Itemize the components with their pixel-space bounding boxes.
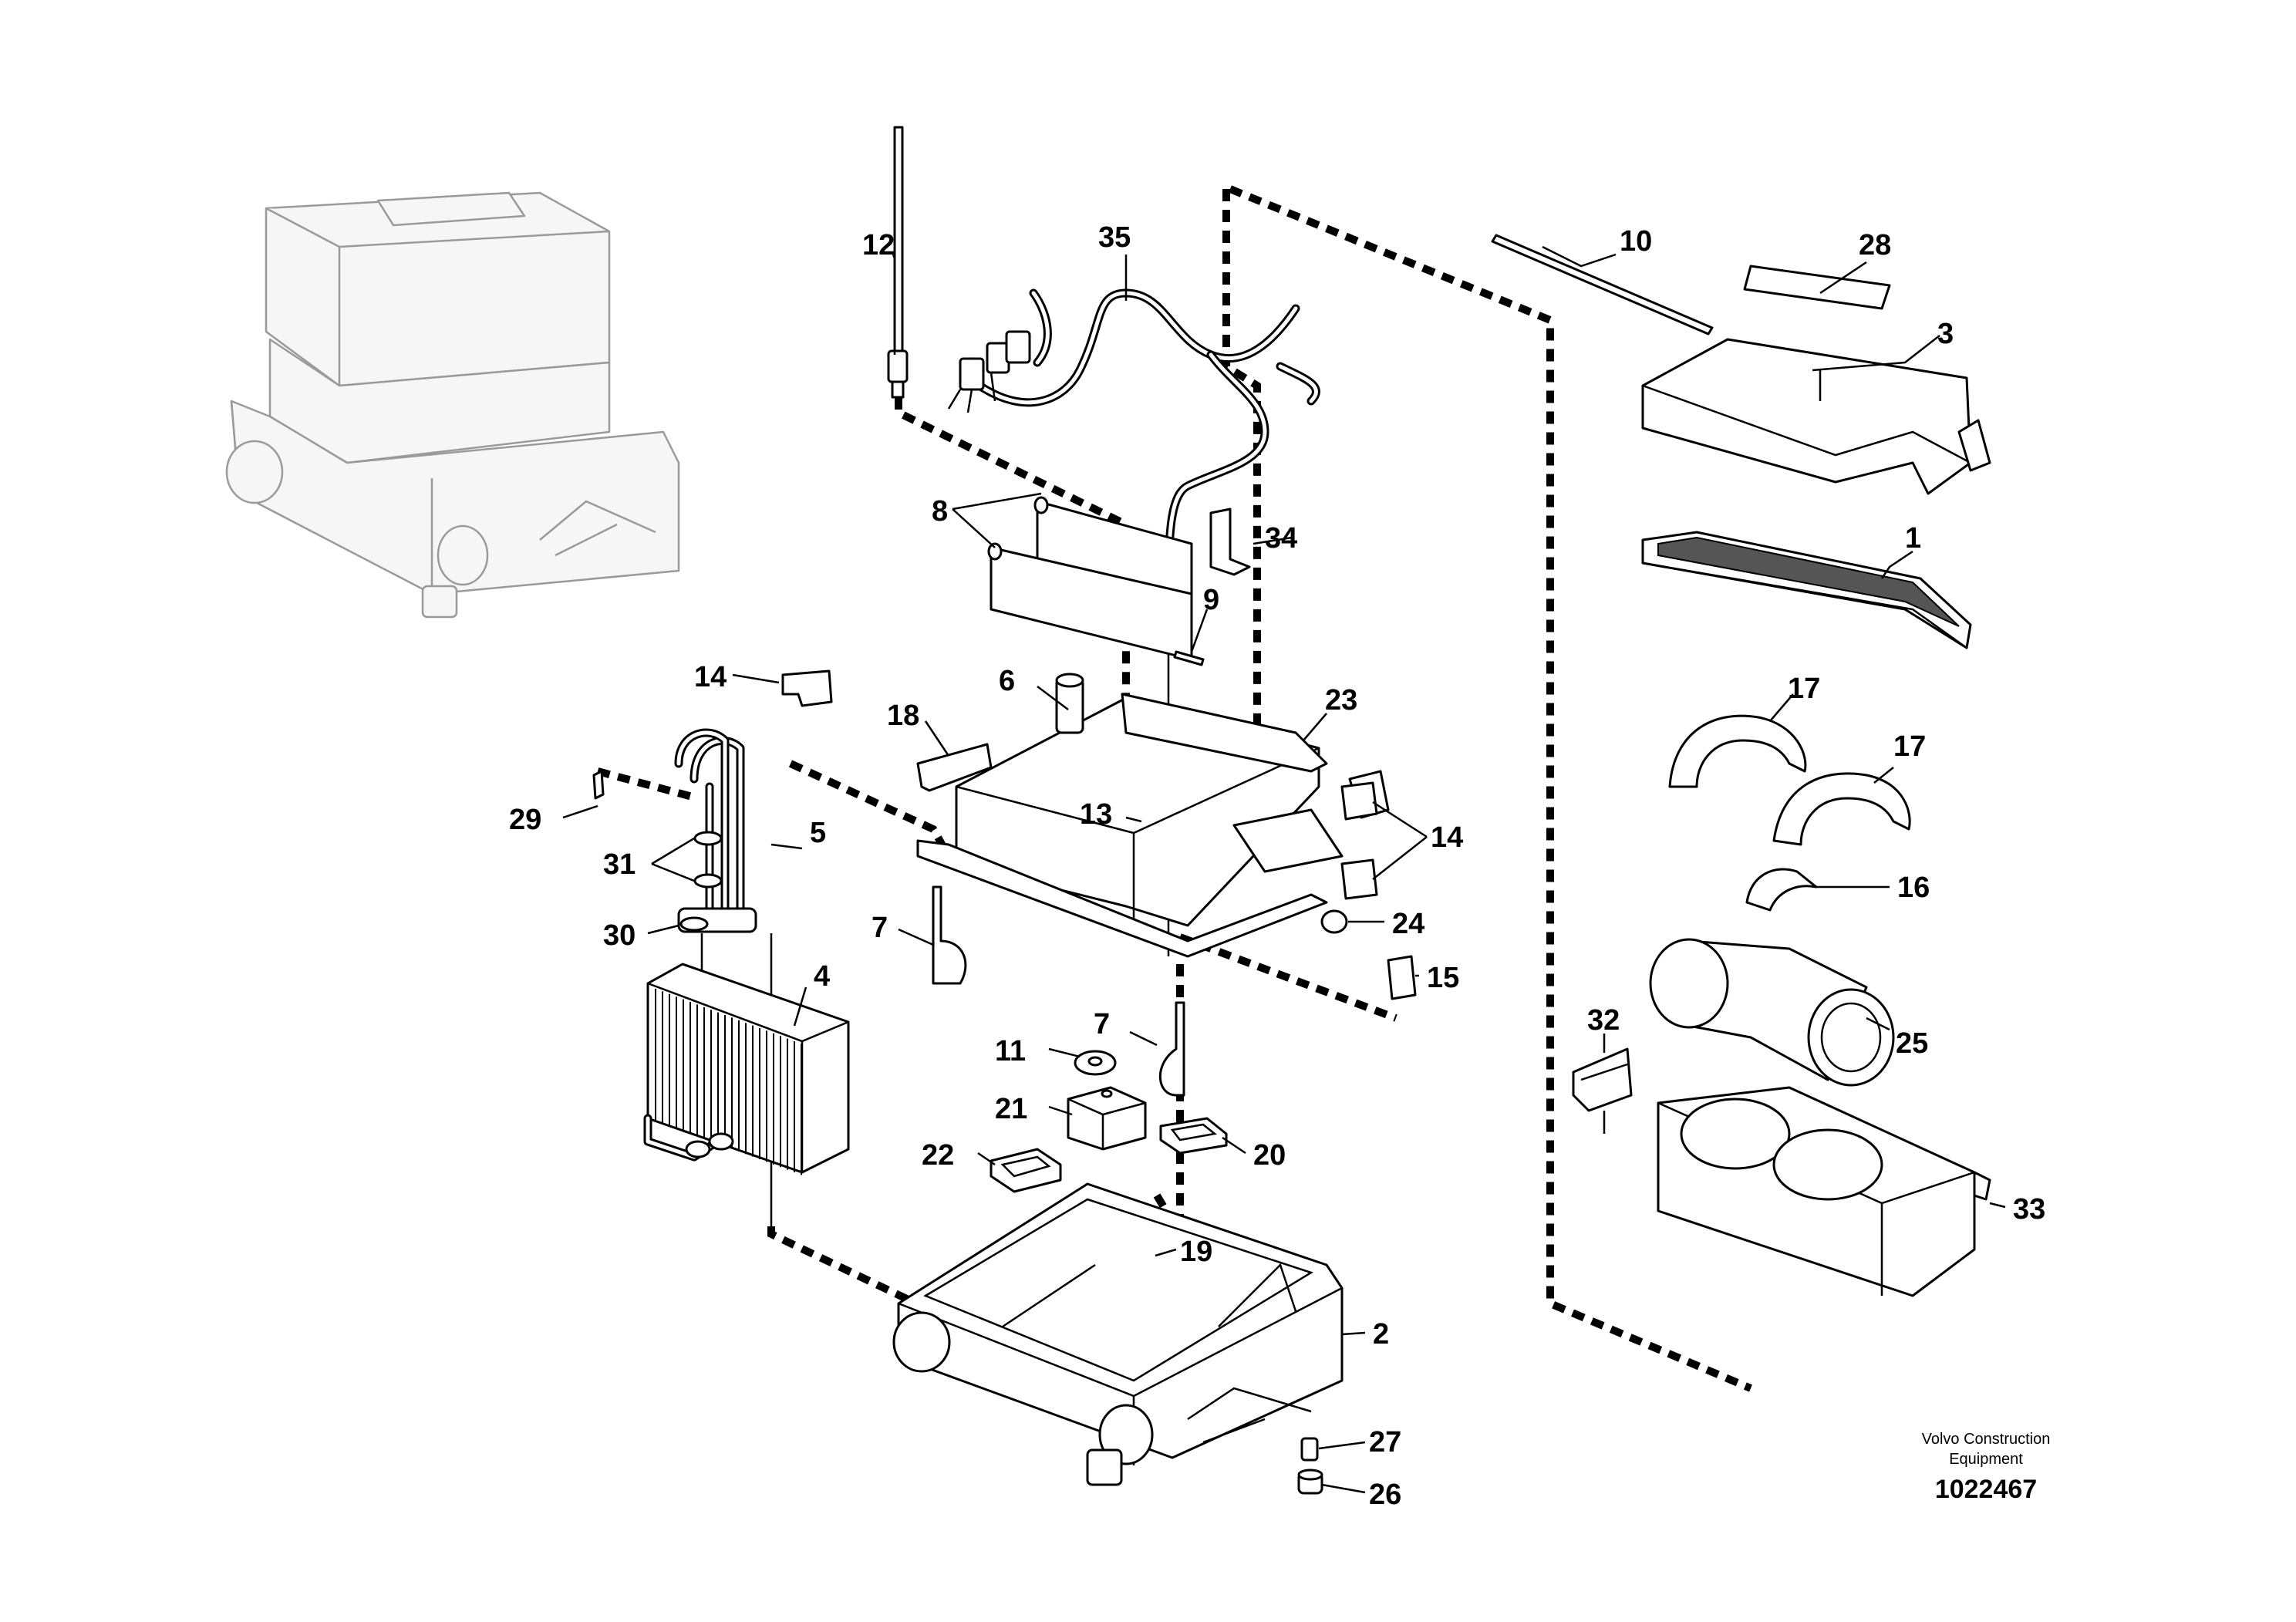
part-28-decal: [1743, 265, 1891, 310]
part-3-cover: [1641, 338, 1991, 495]
callout-13: 13: [1080, 798, 1112, 831]
part-24-grommet: [1320, 909, 1348, 934]
callout-8: 8: [932, 495, 948, 528]
callout-2: 2: [1373, 1318, 1389, 1351]
part-23-main-housing: [916, 693, 1390, 958]
callout-28: 28: [1859, 229, 1891, 261]
part-34-bracket: [1209, 508, 1251, 576]
part-14-clip-right-b: [1340, 858, 1378, 900]
callout-1: 1: [1905, 522, 1921, 555]
callout-numbers: 12 35 10 28 3 1 34 8 9 17 17 16 25 32 33…: [509, 221, 2045, 1511]
callout-30: 30: [603, 919, 636, 952]
callout-6: 6: [999, 665, 1015, 697]
callout-25: 25: [1896, 1027, 1928, 1060]
part-8-plates: [987, 496, 1193, 661]
part-15-clip: [1387, 955, 1417, 1000]
part-25-cylinder-element: [1649, 938, 1895, 1087]
callout-10: 10: [1620, 225, 1652, 258]
callout-23: 23: [1325, 684, 1357, 717]
part-22-seal: [990, 1148, 1062, 1193]
part-10-rod: [1491, 234, 1714, 336]
part-9-pin: [1173, 650, 1205, 666]
callout-18: 18: [887, 700, 919, 732]
callout-14-right: 14: [1431, 821, 1463, 854]
part-17-shroud-upper: [1668, 714, 1807, 788]
footer: Volvo Construction Equipment 1022467: [1922, 1431, 2051, 1504]
callout-7-right: 7: [1094, 1008, 1110, 1040]
part-7-clip-left: [932, 885, 967, 985]
company-name-line-1: Volvo Construction: [1922, 1431, 2051, 1448]
callout-24: 24: [1392, 908, 1424, 940]
part-14-clip-top: [781, 669, 833, 707]
callout-29: 29: [509, 804, 541, 836]
callout-14-top: 14: [694, 661, 727, 693]
part-33-blower-housing: [1657, 1086, 1991, 1297]
callout-15: 15: [1427, 962, 1459, 994]
part-6-valve: [1055, 673, 1084, 734]
part-16-clamp: [1745, 868, 1818, 912]
callout-7-left: 7: [872, 912, 888, 944]
part-18-bracket: [916, 743, 993, 792]
company-name-line-2: Equipment: [1949, 1451, 2023, 1468]
part-21-block: [1067, 1086, 1147, 1151]
part-17-shroud-lower: [1772, 772, 1911, 846]
callout-31: 31: [603, 848, 636, 881]
part-30-o-ring: [679, 916, 709, 980]
callout-22: 22: [922, 1139, 954, 1172]
callout-4: 4: [814, 960, 830, 993]
part-14-clip-right-a: [1340, 781, 1378, 821]
callout-3: 3: [1937, 318, 1954, 350]
callout-17-upper: 17: [1788, 673, 1820, 705]
part-1-air-filter: [1641, 531, 1972, 649]
leader-lines: [562, 245, 2006, 1494]
callout-17-lower: 17: [1893, 730, 1926, 763]
drawing-number: 1022467: [1935, 1475, 2037, 1504]
callout-27: 27: [1369, 1426, 1401, 1458]
callout-34: 34: [1265, 522, 1297, 555]
callout-11: 11: [995, 1035, 1026, 1067]
callout-35: 35: [1098, 221, 1131, 254]
reference-assembly: [225, 191, 680, 619]
part-27-spacer: [1300, 1437, 1319, 1462]
part-12-sensor-probe: [887, 126, 909, 399]
callout-20: 20: [1253, 1139, 1286, 1172]
callout-5: 5: [810, 817, 826, 849]
callout-32: 32: [1587, 1004, 1620, 1037]
callout-19: 19: [1180, 1236, 1212, 1268]
part-32-bracket: [1572, 1047, 1633, 1134]
assembly-dash-lines: [596, 185, 1752, 1408]
part-29-fitting: [592, 770, 605, 800]
part-31-o-rings: [693, 831, 723, 889]
part-26-bushing: [1297, 1469, 1323, 1495]
part-2-lower-housing: [892, 1182, 1344, 1486]
part-4-heater-core: [643, 963, 850, 1175]
part-7-clip-right: [1158, 1001, 1185, 1097]
callout-21: 21: [995, 1093, 1027, 1125]
callout-9: 9: [1203, 584, 1219, 616]
part-11-grommet: [1074, 1050, 1117, 1076]
callout-12: 12: [862, 229, 895, 261]
callout-33: 33: [2013, 1193, 2045, 1226]
callout-16: 16: [1897, 872, 1930, 904]
part-20-seal: [1159, 1117, 1228, 1155]
callout-26: 26: [1369, 1479, 1401, 1511]
